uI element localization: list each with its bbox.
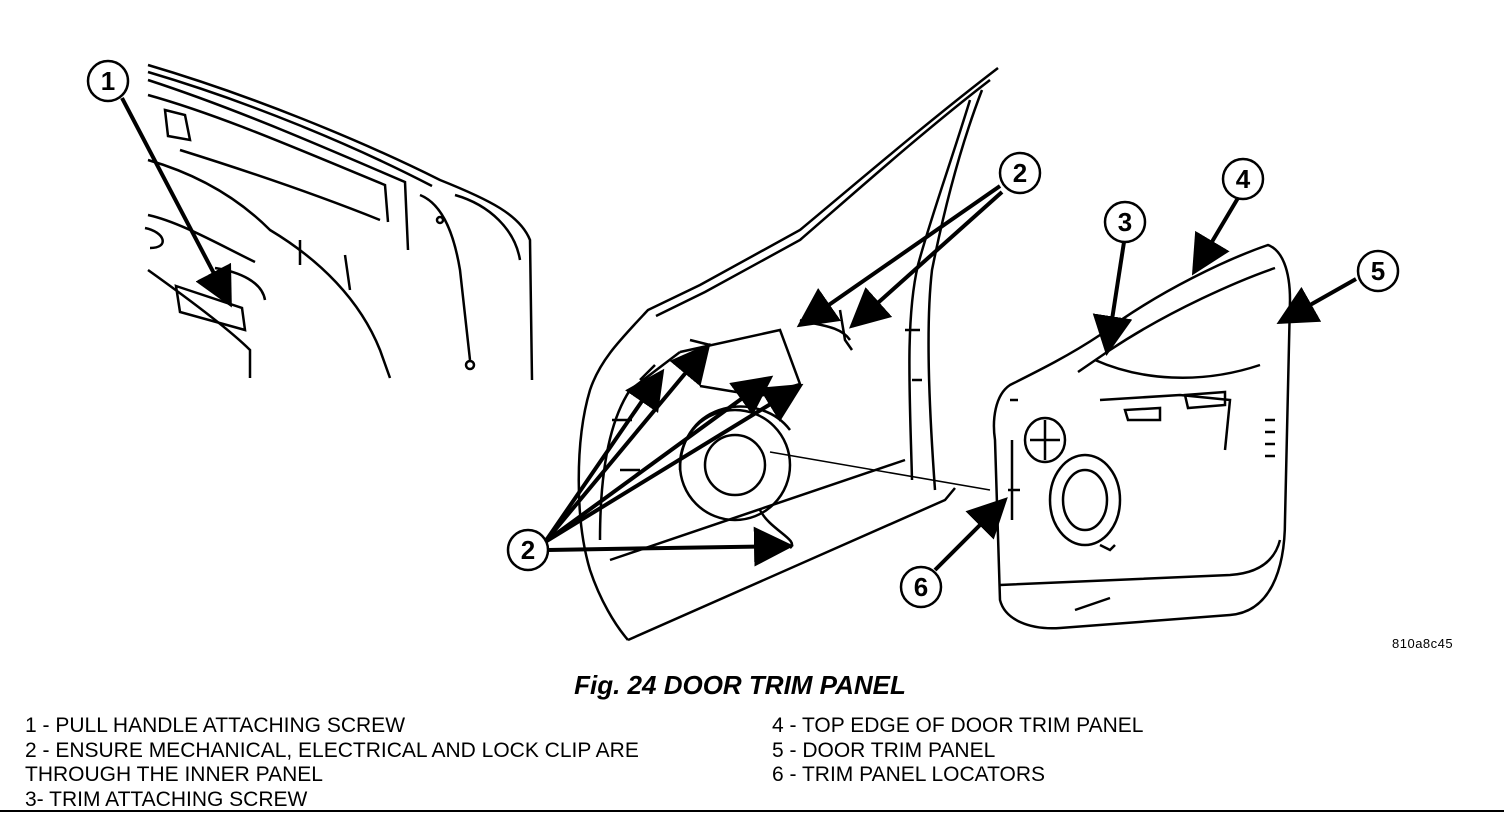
- legend-item-1: 1 - PULL HANDLE ATTACHING SCREW: [25, 714, 406, 737]
- callout-3: 3: [1103, 200, 1147, 244]
- svg-text:3: 3: [1118, 207, 1132, 237]
- figure-title: Fig. 24 DOOR TRIM PANEL: [574, 670, 906, 700]
- legend-item-2: 2 - ENSURE MECHANICAL, ELECTRICAL AND LO…: [25, 738, 639, 762]
- svg-text:2: 2: [521, 535, 535, 565]
- svg-text:4: 4: [1236, 164, 1251, 194]
- legend-item-4: 4 - TOP EDGE OF DOOR TRIM PANEL: [772, 714, 1144, 737]
- callout-5: 5: [1356, 249, 1400, 293]
- legend-item-2-continued: THROUGH THE INNER PANEL: [25, 763, 323, 786]
- pull-handle-inset: [144, 63, 534, 381]
- door-trim-panel: [992, 243, 1292, 630]
- legend-right-column: 4 - TOP EDGE OF DOOR TRIM PANEL 5 - DOOR…: [772, 714, 1332, 788]
- leader-arrows: [120, 97, 1357, 572]
- door-inner-panel: [577, 67, 999, 642]
- svg-text:2: 2: [1013, 158, 1027, 188]
- legend-item-6: 6 - TRIM PANEL LOCATORS: [772, 763, 1046, 786]
- callout-2-upper: 2: [998, 151, 1042, 195]
- legend-item-5: 5 - DOOR TRIM PANEL: [772, 738, 996, 762]
- callout-2-lower: 2: [506, 528, 550, 572]
- legend-item-3: 3- TRIM ATTACHING SCREW: [25, 787, 308, 811]
- svg-text:1: 1: [101, 66, 115, 96]
- callout-6: 6: [899, 565, 943, 609]
- svg-text:5: 5: [1371, 256, 1385, 286]
- legend-left-column: 1 - PULL HANDLE ATTACHING SCREW 2 - ENSU…: [25, 714, 725, 812]
- svg-text:6: 6: [914, 572, 928, 602]
- callout-4: 4: [1221, 157, 1265, 201]
- callout-1: 1: [86, 59, 130, 103]
- door-trim-diagram: 1 2 2 3 4 5 6: [86, 59, 1400, 642]
- bottom-divider: [0, 810, 1504, 812]
- figure-reference-code: 810a8c45: [1392, 636, 1454, 651]
